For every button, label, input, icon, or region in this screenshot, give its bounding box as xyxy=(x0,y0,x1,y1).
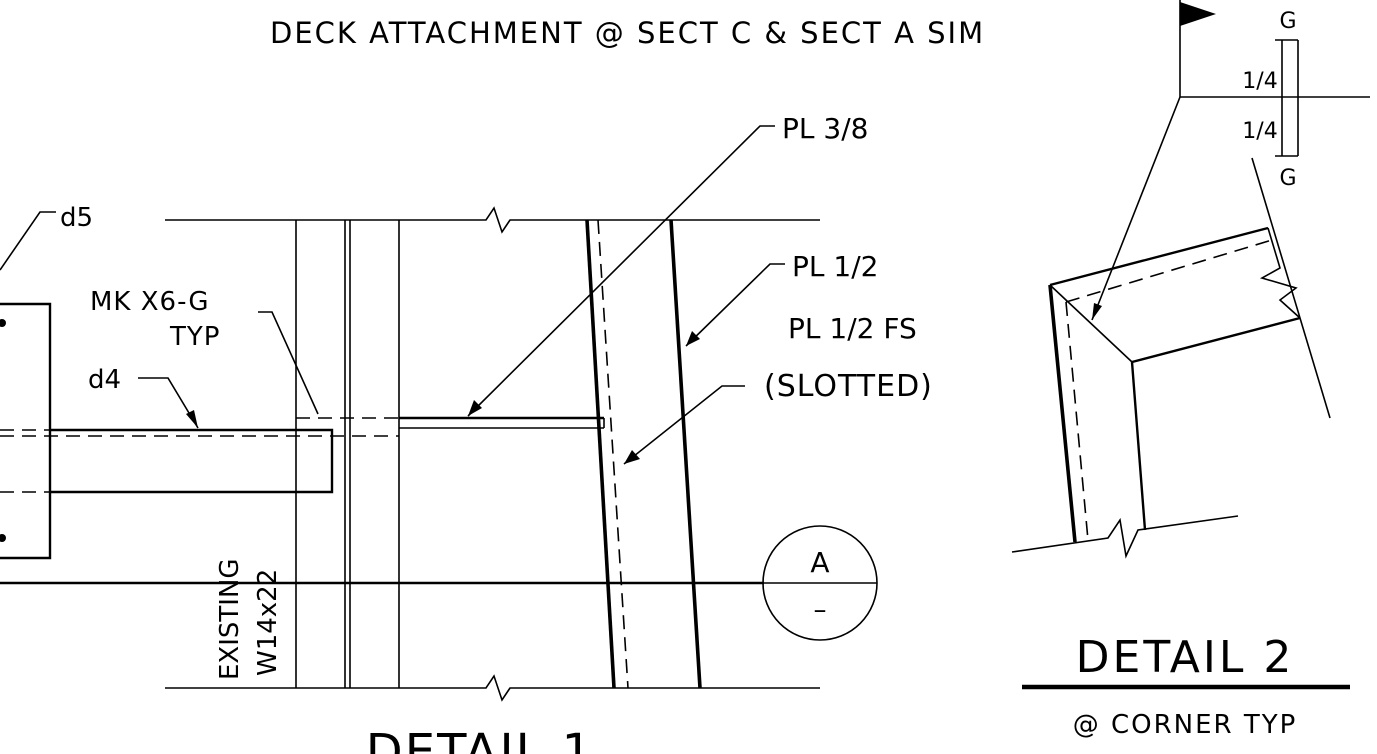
corner-guide-line xyxy=(1251,157,1331,419)
corner-miter-line xyxy=(1049,284,1133,363)
corner-hidden-top xyxy=(1065,239,1273,303)
mk-label: MK X6-G xyxy=(90,287,210,317)
corner-break-right xyxy=(1259,227,1301,319)
d4-leader xyxy=(138,377,199,429)
pl-12-arrow xyxy=(686,331,700,346)
drawing-title: DECK ATTACHMENT @ SECT C & SECT A SIM xyxy=(270,16,985,50)
d4-arrow xyxy=(186,410,198,428)
detail-1: A – EXISTING W14x22 d5 MK X6-G TYP d4 PL… xyxy=(0,112,933,754)
detail-2-subtitle: @ CORNER TYP xyxy=(1073,710,1298,740)
weld-size-top: 1/4 xyxy=(1242,69,1277,94)
d5-label: d5 xyxy=(60,203,93,233)
weld-finish-top: G xyxy=(1279,9,1296,34)
weld-size-bottom: 1/4 xyxy=(1242,119,1277,144)
pl-12-leader xyxy=(685,263,785,347)
corner-inner-top xyxy=(1131,316,1301,364)
weld-symbol: G G 1/4 1/4 xyxy=(1091,0,1370,321)
detail-1-title: DETAIL 1 xyxy=(366,724,594,754)
end-plate xyxy=(0,302,52,560)
bolt-top xyxy=(0,319,6,327)
plate-slot-hidden xyxy=(597,219,629,689)
slotted-arrow xyxy=(624,450,640,464)
member-d4 xyxy=(50,428,334,494)
section-marker-sheet: – xyxy=(814,595,827,625)
corner-break-bottom xyxy=(1011,515,1239,559)
top-break-line xyxy=(165,206,820,234)
existing-size-label: W14x22 xyxy=(253,569,283,676)
weld-arrow-leader xyxy=(1091,96,1181,321)
corner-hidden-left xyxy=(1065,301,1089,541)
detail-2-title: DETAIL 2 xyxy=(1076,632,1295,683)
existing-label: EXISTING xyxy=(215,558,245,680)
pl-12-label: PL 1/2 xyxy=(792,250,878,283)
plate-edge-left xyxy=(585,219,616,689)
field-weld-flag-icon xyxy=(1180,2,1216,26)
pl-12fs-label: PL 1/2 FS xyxy=(788,312,917,345)
plate-edge-right xyxy=(669,219,702,689)
bolt-bottom xyxy=(0,534,6,542)
slotted-label: (SLOTTED) xyxy=(764,369,933,404)
corner-outer-left xyxy=(1048,284,1077,543)
bottom-break-line xyxy=(165,674,820,702)
d4-label: d4 xyxy=(88,365,121,395)
mk-leader xyxy=(258,311,319,415)
corner-outer-top xyxy=(1049,226,1269,287)
section-marker-letter: A xyxy=(810,546,829,579)
d5-leader xyxy=(0,211,56,271)
typ-label: TYP xyxy=(169,322,220,352)
slotted-leader xyxy=(623,385,745,465)
corner-inner-left xyxy=(1130,361,1147,531)
weld-arrow-head xyxy=(1092,303,1102,320)
weld-finish-bottom: G xyxy=(1279,166,1296,191)
detail-2: DETAIL 2 @ CORNER TYP xyxy=(1011,157,1350,740)
pl-38-label: PL 3/8 xyxy=(782,112,868,145)
pl-38-leader xyxy=(467,125,775,417)
pl-38-arrow xyxy=(468,400,482,416)
